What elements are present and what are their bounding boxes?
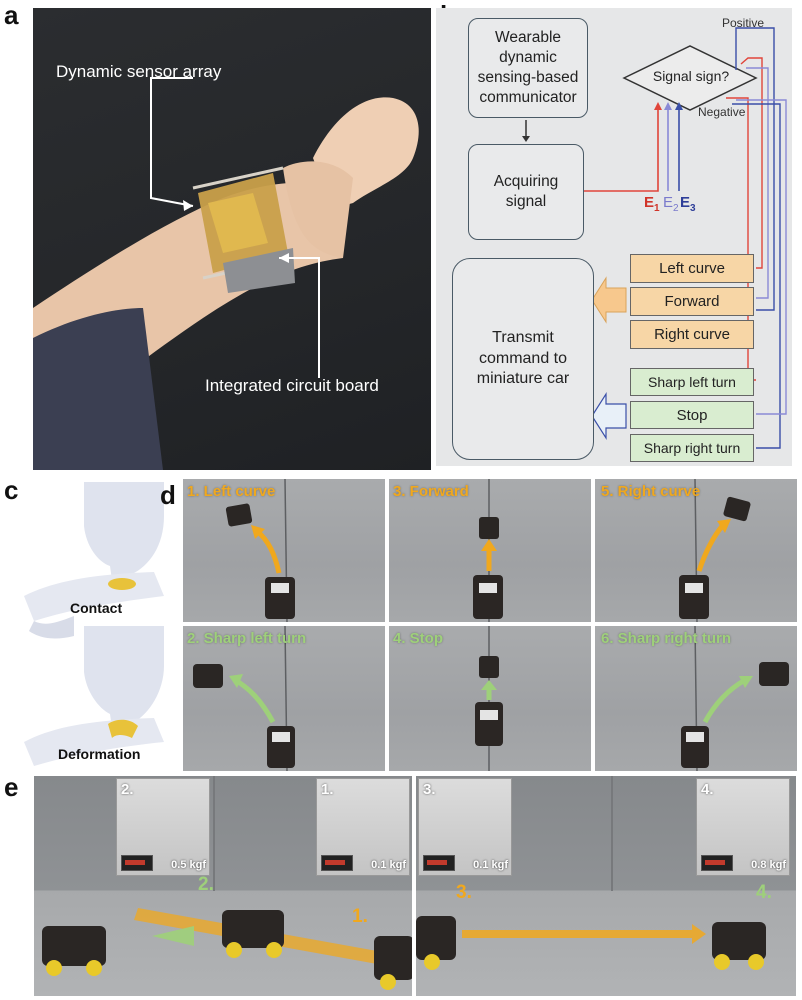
sharp-right-scene	[681, 626, 789, 771]
e-inset-4: 4. 0.8 kgf	[696, 778, 790, 876]
panel-d-label: d	[160, 480, 176, 510]
decision-label: Signal sign?	[652, 68, 730, 84]
right-scene-drawing	[416, 776, 766, 970]
panel-c-label: c	[4, 475, 19, 505]
deformation-label: Deformation	[58, 746, 141, 762]
panel-d-grid: 1. Left curve 3. Forward 5. Right curve	[183, 479, 797, 771]
d-cell-sharp-left-turn: 2. Sharp left turn	[183, 626, 385, 771]
d-caption-stop: 4. Stop	[393, 630, 444, 647]
cmd-sharp-left-turn: Sharp left turn	[630, 368, 754, 396]
transmit-command-box: Transmit command to miniature car	[452, 258, 594, 460]
e-inset-4-force: 0.8 kgf	[751, 859, 786, 871]
e1-label: E1	[644, 194, 660, 214]
d-cell-sharp-right-turn: 6. Sharp right turn	[595, 626, 797, 771]
cmd-forward: Forward	[630, 287, 754, 316]
panel-e-label: e	[4, 772, 19, 802]
e-inset-3-force: 0.1 kgf	[473, 859, 508, 871]
cmd-sharp-right-turn: Sharp right turn	[630, 434, 754, 462]
stop-scene	[475, 626, 503, 771]
force-display-icon	[423, 855, 455, 871]
e3-label: E3	[680, 194, 696, 214]
panel-a-photo: Dynamic sensor array Integrated circuit …	[33, 8, 431, 470]
e-inset-2-force: 0.5 kgf	[171, 859, 206, 871]
negative-label: Negative	[698, 105, 746, 119]
e-marker-4: 4.	[756, 882, 772, 903]
left-scene-drawing	[42, 776, 412, 990]
communicator-box: Wearable dynamic sensing-based communica…	[468, 18, 588, 118]
d-caption-left-curve: 1. Left curve	[187, 483, 276, 500]
d-cell-stop: 4. Stop	[389, 626, 591, 771]
d-caption-forward: 3. Forward	[393, 483, 469, 500]
positive-label: Positive	[722, 16, 765, 30]
force-display-icon	[121, 855, 153, 871]
circuit-board-label: Integrated circuit board	[205, 376, 379, 395]
panel-c-illustration: Contact Deformation	[14, 476, 180, 772]
sensor-array-label: Dynamic sensor array	[56, 62, 222, 81]
flowchart-connectors	[522, 27, 787, 449]
e-marker-2: 2.	[198, 874, 214, 895]
left-curve-scene	[225, 479, 295, 622]
sharp-left-scene	[193, 626, 295, 771]
cmd-right-curve: Right curve	[630, 320, 754, 349]
d-cell-forward: 3. Forward	[389, 479, 591, 622]
contact-label: Contact	[70, 600, 123, 616]
d-cell-left-curve: 1. Left curve	[183, 479, 385, 622]
panel-b-flowchart: Wearable dynamic sensing-based communica…	[436, 8, 792, 466]
cmd-stop: Stop	[630, 401, 754, 429]
acquiring-signal-box: Acquiring signal	[468, 144, 584, 240]
d-caption-right-curve: 5. Right curve	[601, 483, 701, 500]
panel-a-label: a	[4, 0, 19, 30]
d-caption-sharp-right-turn: 6. Sharp right turn	[601, 630, 732, 647]
e-inset-1-force: 0.1 kgf	[371, 859, 406, 871]
e-inset-1: 1. 0.1 kgf	[316, 778, 410, 876]
hand-gesture-illustration	[24, 482, 164, 766]
e-marker-1: 1.	[352, 906, 368, 927]
force-display-icon	[321, 855, 353, 871]
e-marker-3: 3.	[456, 882, 472, 903]
arm-illustration	[33, 77, 419, 470]
e2-label: E2	[663, 194, 679, 214]
e-inset-2: 2. 0.5 kgf	[116, 778, 210, 876]
panel-e-scene-left: 2. 0.5 kgf 1. 0.1 kgf 2. 1.	[34, 776, 412, 996]
forward-scene	[473, 479, 503, 622]
d-caption-sharp-left-turn: 2. Sharp left turn	[187, 630, 307, 647]
panel-e-scene-right: 3. 0.1 kgf 4. 0.8 kgf 3. 4.	[416, 776, 796, 996]
e-inset-3: 3. 0.1 kgf	[418, 778, 512, 876]
d-cell-right-curve: 5. Right curve	[595, 479, 797, 622]
force-display-icon	[701, 855, 733, 871]
cmd-left-curve: Left curve	[630, 254, 754, 283]
right-curve-scene	[679, 479, 751, 622]
